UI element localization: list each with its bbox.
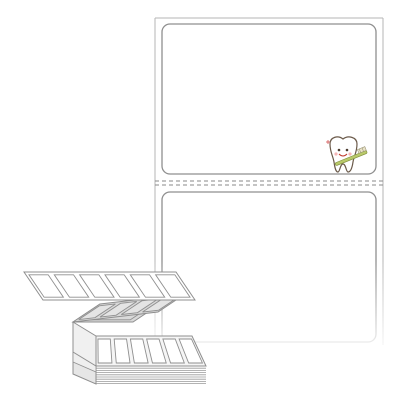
perforation-line — [155, 180, 383, 186]
bottom-strip-label — [178, 338, 204, 364]
bottom-strip-label — [162, 338, 185, 364]
bottom-strip-label — [129, 338, 149, 364]
mid-strip-label — [78, 303, 116, 320]
toothbrush-icon — [334, 146, 368, 166]
bottom-strip-label — [146, 338, 167, 364]
tooth-cheek-right — [348, 152, 352, 156]
tooth-cheek-left — [334, 152, 338, 156]
bottom-strip-label — [113, 338, 131, 364]
tooth-smile — [338, 153, 348, 157]
tooth-eye-right — [345, 148, 349, 152]
top-strip-label — [104, 274, 141, 298]
bottom-strip-label — [97, 338, 113, 364]
top-strip-label — [78, 274, 115, 298]
label-sheet — [150, 17, 390, 360]
sparkle-icon — [326, 140, 330, 144]
label-top — [161, 23, 377, 175]
top-strip-label — [154, 274, 191, 298]
mid-strip-label — [99, 301, 137, 318]
bottom-fold-side — [72, 321, 97, 367]
tooth-with-toothbrush-icon — [326, 136, 368, 173]
top-strip-label — [53, 274, 90, 298]
tooth-eye-left — [337, 148, 341, 152]
top-strip-label — [129, 274, 166, 298]
fanfold-label-stack — [23, 271, 207, 385]
top-strip-label — [28, 274, 65, 298]
